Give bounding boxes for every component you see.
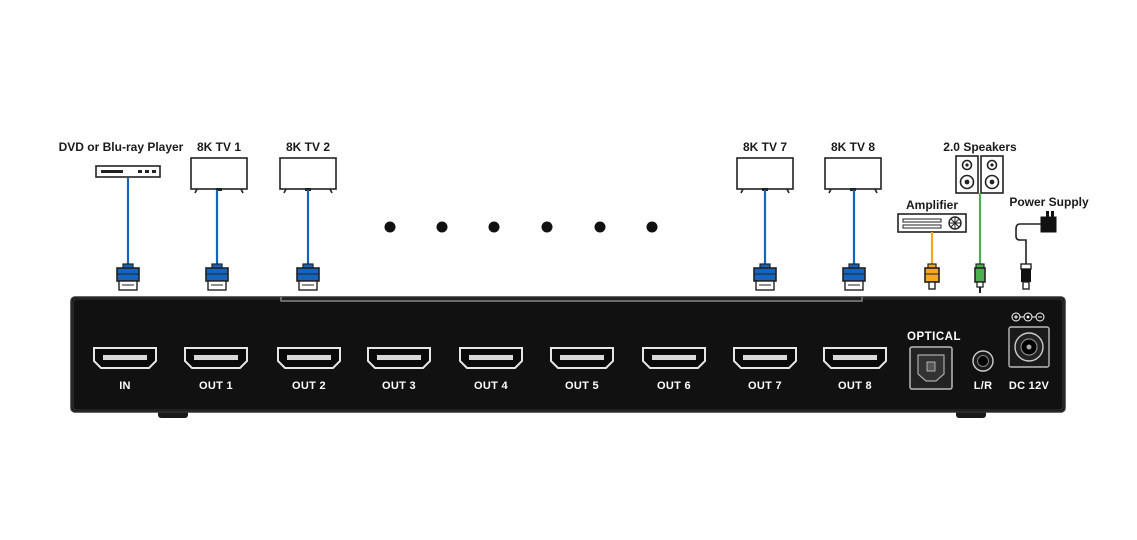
dc-polarity-icon [1011, 312, 1045, 322]
hdmi-plug [753, 263, 777, 291]
hdmi-socket-pins [743, 355, 787, 360]
port-label: OUT 3 [382, 380, 416, 392]
tv-icon [279, 157, 337, 194]
display-label: 8K TV 2 [286, 140, 330, 154]
port-label: OUT 2 [292, 380, 326, 392]
hdmi-plug [116, 263, 140, 291]
port-label: OUT 6 [657, 380, 691, 392]
tv-icon [190, 157, 248, 194]
power-supply-label: Power Supply [1009, 195, 1089, 209]
audio-cable [974, 193, 986, 293]
hdmi-cable [842, 190, 866, 291]
hdmi-socket-pins [103, 355, 147, 360]
hdmi-socket-pins [833, 355, 877, 360]
display-label: 8K TV 7 [743, 140, 787, 154]
display-device: 8K TV 7 [736, 140, 794, 194]
hdmi-cable-group [116, 178, 866, 291]
hdmi-port-out-4: OUT 4 [459, 347, 523, 392]
hdmi-port-out-2: OUT 2 [277, 347, 341, 392]
hdmi-socket-pins [469, 355, 513, 360]
hdmi-cable [296, 190, 320, 291]
hdmi-cable [205, 190, 229, 291]
port-label: IN [119, 380, 131, 392]
port-label: OUT 1 [199, 380, 233, 392]
blu-ray-player-icon [95, 165, 161, 178]
hdmi-port-out-3: OUT 3 [367, 347, 431, 392]
port-label: OUT 4 [474, 380, 508, 392]
display-device: 8K TV 2 [279, 140, 337, 194]
speaker-pair-icon [955, 155, 1004, 194]
dc-label: DC 12V [1009, 380, 1050, 392]
hdmi-port-group: IN OUT 1 OUT 2 OUT 3 OUT 4 OUT 5 OUT 6 OUT 7 OUT… [93, 347, 887, 392]
hdmi-port-out-6: OUT 6 [642, 347, 706, 392]
lr-audio-port: L/R [972, 350, 994, 392]
source-label: DVD or Blu-ray Player [59, 140, 184, 154]
power-supply-device: Power Supply [1009, 195, 1089, 290]
optical-port: OPTICAL [907, 331, 961, 390]
hdmi-plug [205, 263, 229, 291]
dc-power-port: DC 12V [1008, 312, 1050, 392]
amplifier-label: Amplifier [906, 198, 958, 212]
hdmi-socket-pins [652, 355, 696, 360]
hdmi-port-out-8: OUT 8 [823, 347, 887, 392]
display-label: 8K TV 8 [831, 140, 875, 154]
power-adapter-icon [1015, 211, 1057, 290]
hdmi-port-in: IN [93, 347, 157, 392]
speakers-device: 2.0 Speakers [943, 140, 1017, 194]
hdmi-port-out-1: OUT 1 [184, 347, 248, 392]
hdmi-socket-pins [194, 355, 238, 360]
tv-icon [736, 157, 794, 194]
hdmi-socket-pins [287, 355, 331, 360]
display-device: 8K TV 1 [190, 140, 248, 194]
ellipsis-dots [384, 221, 658, 233]
device-top-bracket [280, 297, 863, 302]
hdmi-cable [116, 178, 140, 291]
amplifier-device: Amplifier [897, 198, 967, 233]
display-device: 8K TV 8 [824, 140, 882, 194]
display-label: 8K TV 1 [197, 140, 241, 154]
hdmi-socket-pins [377, 355, 421, 360]
optical-label: OPTICAL [907, 331, 961, 343]
tv-icon [824, 157, 882, 194]
amplifier-icon [897, 213, 967, 233]
port-label: OUT 5 [565, 380, 599, 392]
port-label: OUT 8 [838, 380, 872, 392]
speakers-label: 2.0 Speakers [943, 140, 1017, 154]
hdmi-port-out-7: OUT 7 [733, 347, 797, 392]
port-label: OUT 7 [748, 380, 782, 392]
hdmi-socket-pins [560, 355, 604, 360]
source-device: DVD or Blu-ray Player [59, 140, 184, 178]
hdmi-cable [753, 190, 777, 291]
display-group: 8K TV 1 8K TV 2 8K TV 7 8K TV 8 [190, 140, 882, 194]
optical-cable [924, 232, 940, 290]
lr-label: L/R [974, 380, 993, 392]
hdmi-plug [842, 263, 866, 291]
hdmi-port-out-5: OUT 5 [550, 347, 614, 392]
hdmi-plug [296, 263, 320, 291]
